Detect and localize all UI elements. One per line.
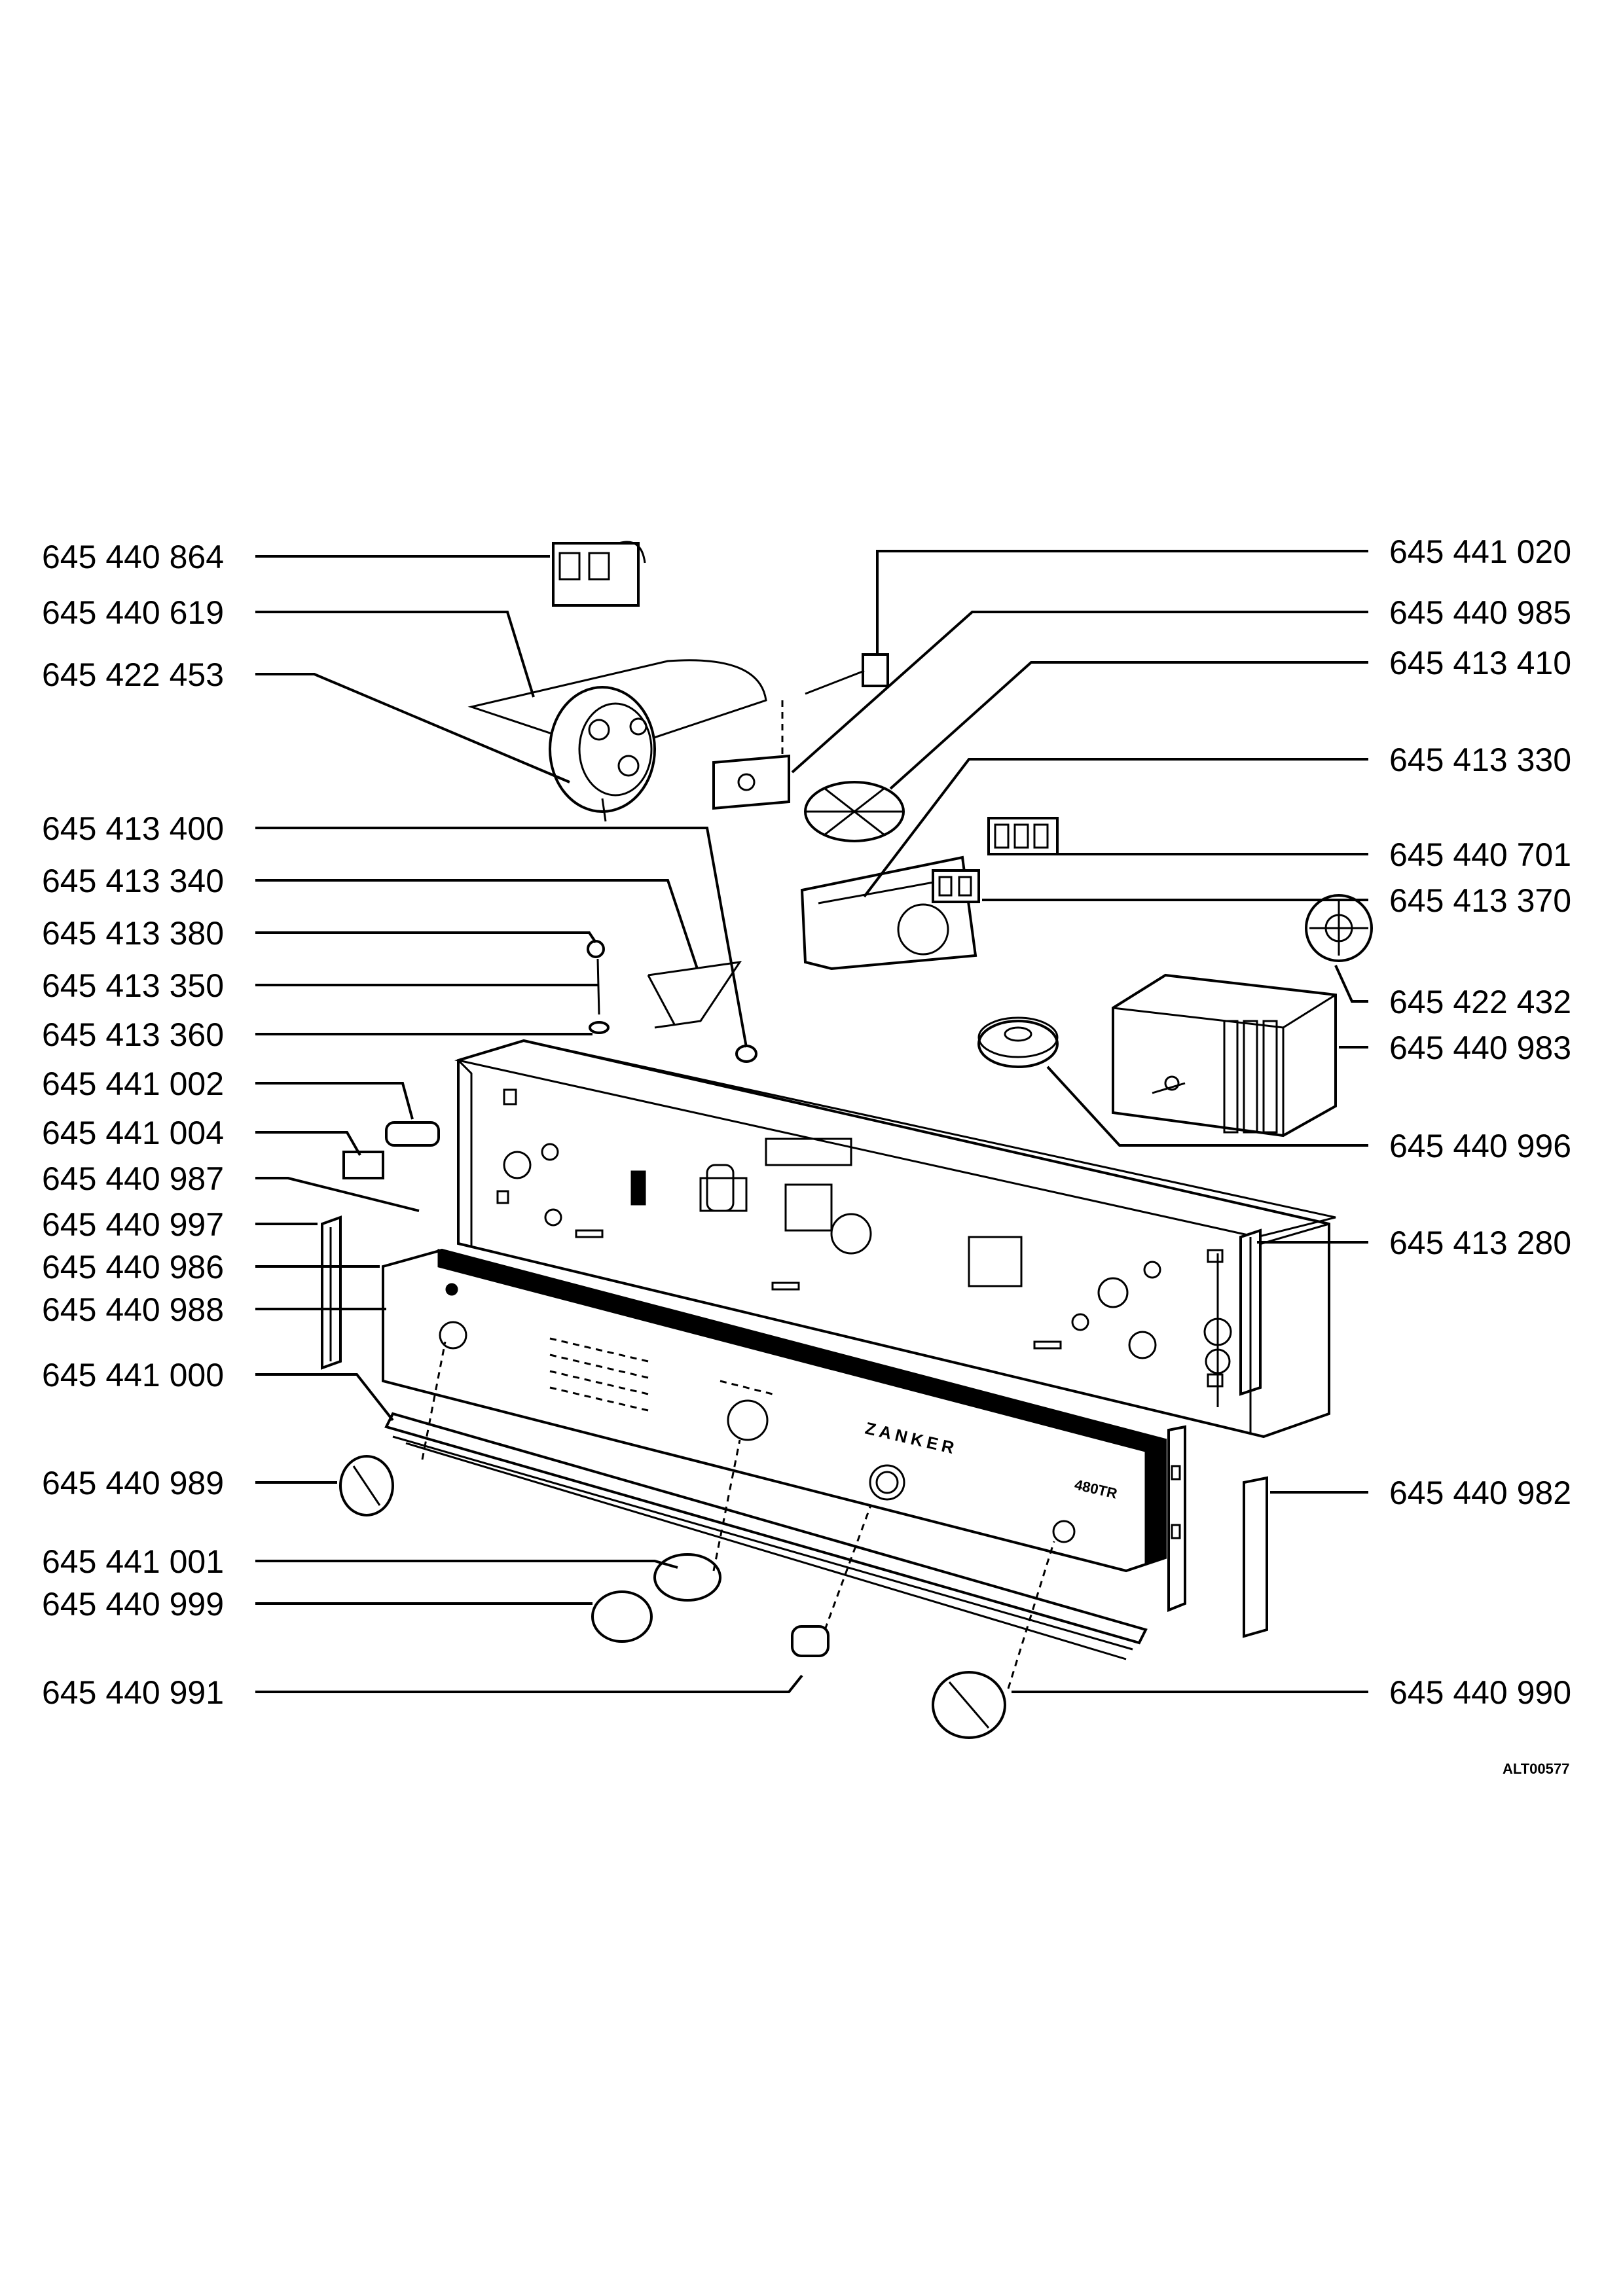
part-label: 645 440 987 xyxy=(42,1160,224,1197)
part-label: 645 440 996 xyxy=(1389,1128,1571,1164)
part-label: 645 413 330 xyxy=(1389,742,1571,778)
lamp-holder xyxy=(342,1121,440,1179)
part-label: 645 413 400 xyxy=(42,810,224,847)
timer-knob xyxy=(339,1341,447,1516)
part-label: 645 440 982 xyxy=(1389,1475,1571,1511)
part-label: 645 413 280 xyxy=(1389,1225,1571,1261)
pilot-lamp xyxy=(591,1439,741,1643)
selector-disc xyxy=(804,781,905,842)
part-label: 645 440 619 xyxy=(42,594,224,631)
part-label: 645 440 985 xyxy=(1389,594,1571,631)
part-label: 645 440 999 xyxy=(42,1586,224,1623)
front-fascia-panel: ZANKER 480TR xyxy=(382,1248,1167,1573)
drawing-code: ALT00577 xyxy=(1503,1761,1569,1777)
part-label: 645 440 983 xyxy=(1389,1030,1571,1066)
right-part-labels: 645 441 020 645 440 985 645 413 410 645 … xyxy=(1389,533,1571,1711)
part-label: 645 413 370 xyxy=(1389,882,1571,919)
part-label: 645 440 997 xyxy=(42,1206,224,1243)
right-strip-bracket xyxy=(1243,1476,1268,1638)
timer-motor xyxy=(977,1016,1059,1068)
part-label: 645 440 990 xyxy=(1389,1674,1571,1711)
right-side-strip xyxy=(1239,1229,1262,1396)
part-label: 645 413 340 xyxy=(42,863,224,899)
part-label: 645 441 001 xyxy=(42,1543,224,1580)
pressure-chamber xyxy=(549,686,656,822)
part-label: 645 413 360 xyxy=(42,1016,224,1053)
selector-knob xyxy=(932,1541,1055,1739)
part-label: 645 440 991 xyxy=(42,1674,224,1711)
part-label: 645 440 864 xyxy=(42,539,224,575)
part-label: 645 413 410 xyxy=(1389,645,1571,681)
timer-drive-wheel xyxy=(1305,894,1373,962)
part-label: 645 440 701 xyxy=(1389,836,1571,873)
thermostat-plate xyxy=(712,754,790,810)
left-part-labels: 645 440 864 645 440 619 645 422 453 645 … xyxy=(42,539,224,1711)
leader-lines xyxy=(255,550,1368,1693)
insulation-sheet xyxy=(467,659,767,754)
switch-block xyxy=(987,817,1059,855)
vent-slots xyxy=(549,1337,773,1412)
part-label: 645 413 380 xyxy=(42,915,224,952)
part-label: 645 441 020 xyxy=(1389,533,1571,570)
left-side-bracket xyxy=(321,1215,342,1370)
programme-timer xyxy=(1112,973,1337,1138)
part-label: 645 441 000 xyxy=(42,1357,224,1393)
part-label: 645 422 453 xyxy=(42,656,224,693)
push-button-cap xyxy=(791,1505,872,1657)
part-label: 645 441 002 xyxy=(42,1066,224,1102)
part-label: 645 413 350 xyxy=(42,967,224,1004)
terminal-block xyxy=(932,869,980,903)
thermostat-probe xyxy=(781,653,889,759)
lever-assembly xyxy=(647,961,757,1063)
pin-screw xyxy=(587,940,610,1034)
right-end-bracket xyxy=(1167,1425,1186,1612)
part-label: 645 440 986 xyxy=(42,1249,224,1285)
part-label: 645 422 432 xyxy=(1389,984,1571,1020)
part-label: 645 440 988 xyxy=(42,1291,224,1328)
part-label: 645 441 004 xyxy=(42,1115,224,1151)
part-label: 645 440 989 xyxy=(42,1465,224,1501)
pressure-switch-assembly xyxy=(552,541,646,607)
